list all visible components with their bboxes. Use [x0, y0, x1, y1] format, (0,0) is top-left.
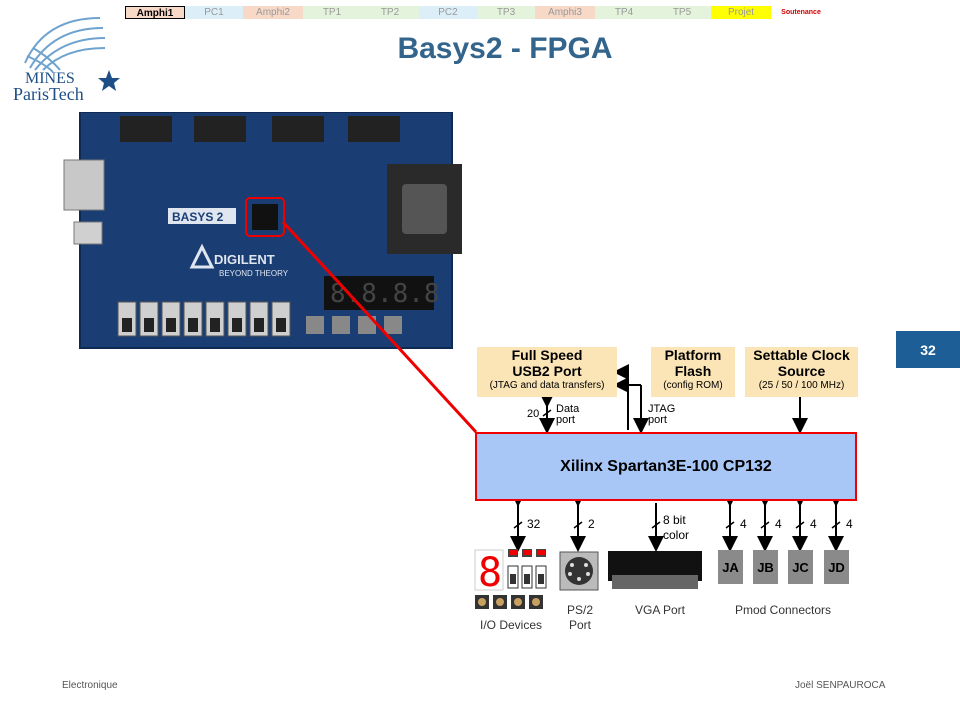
usb-port-block: Full Speed USB2 Port (JTAG and data tran… [477, 347, 617, 397]
io-bus-width: 32 [527, 517, 541, 531]
ps2-caption-2: Port [568, 618, 591, 632]
pmod-jc: JC [788, 550, 813, 584]
fpga-block: Xilinx Spartan3E-100 CP132 [475, 432, 857, 501]
pmod-jb: JB [753, 550, 778, 584]
vga-bits-1: 8 bit [663, 513, 686, 527]
clock-source-block: Settable Clock Source (25 / 50 / 100 MHz… [745, 347, 858, 397]
page-number-badge: 32 [896, 331, 960, 368]
ps2-bus-width: 2 [588, 517, 595, 531]
clock-sub: (25 / 50 / 100 MHz) [758, 380, 845, 391]
svg-text:BEYOND THEORY: BEYOND THEORY [219, 269, 289, 278]
svg-text:DIGILENT: DIGILENT [214, 252, 275, 267]
usb-title: Full Speed [511, 347, 583, 363]
jd-bus-width: 4 [846, 517, 853, 531]
nav-tab-tp1[interactable]: TP1 [303, 6, 361, 19]
flash-sub: (config ROM) [663, 380, 723, 391]
mines-paristech-logo: MINES ParisTech [13, 17, 120, 104]
nav-tab-amphi2[interactable]: Amphi2 [243, 6, 303, 19]
ja-bus-width: 4 [740, 517, 747, 531]
usb-sub: (JTAG and data transfers) [489, 380, 605, 391]
jtag-port-label-1: JTAG [648, 403, 676, 415]
jb-bus-width: 4 [775, 517, 782, 531]
usb-bus-width: 20 [527, 408, 540, 420]
basys2-board-image: BASYS 2 DIGILENT BEYOND THEORY 8.8.8.8 [63, 112, 462, 349]
platform-flash-block: Platform Flash (config ROM) [651, 347, 735, 397]
nav-tab-tp2[interactable]: TP2 [361, 6, 419, 19]
pmod-jd: JD [824, 550, 849, 584]
jc-bus-width: 4 [810, 517, 817, 531]
usb-title2: USB2 Port [512, 363, 582, 379]
nav-tab-tp3[interactable]: TP3 [477, 6, 535, 19]
nav-tab-pc2[interactable]: PC2 [419, 6, 477, 19]
nav-tab-amphi1[interactable]: Amphi1 [125, 6, 185, 19]
footer-left: Electronique [62, 680, 118, 691]
nav-tab-soutenance[interactable]: Soutenance [771, 6, 831, 19]
pmod-caption: Pmod Connectors [734, 603, 832, 617]
ps2-caption-1: PS/2 [566, 603, 593, 617]
io-devices-caption: I/O Devices [479, 618, 542, 632]
vga-bits-2: color [663, 528, 690, 542]
data-port-label-1: Data [556, 403, 580, 415]
nav-tab-pc1[interactable]: PC1 [185, 6, 243, 19]
nav-tab-projet[interactable]: Projet [711, 6, 771, 19]
nav-tab-tp4[interactable]: TP4 [595, 6, 653, 19]
vga-caption: VGA Port [634, 603, 686, 617]
svg-text:ParisTech: ParisTech [13, 84, 84, 104]
clock-title2: Source [777, 363, 826, 379]
footer-right: Joël SENPAUROCA [795, 680, 886, 691]
page-title: Basys2 - FPGA [397, 32, 613, 65]
jtag-port-label-2: port [648, 414, 667, 426]
svg-text:8: 8 [478, 550, 502, 596]
pmod-ja: JA [718, 550, 743, 584]
svg-text:BASYS 2: BASYS 2 [172, 210, 224, 224]
clock-title: Settable Clock [753, 347, 850, 363]
data-port-label-2: port [556, 414, 575, 426]
nav-tab-amphi3[interactable]: Amphi3 [535, 6, 595, 19]
flash-title: Platform [664, 347, 722, 363]
flash-title2: Flash [674, 363, 712, 379]
nav-tab-tp5[interactable]: TP5 [653, 6, 711, 19]
svg-text:MINES: MINES [25, 70, 75, 87]
